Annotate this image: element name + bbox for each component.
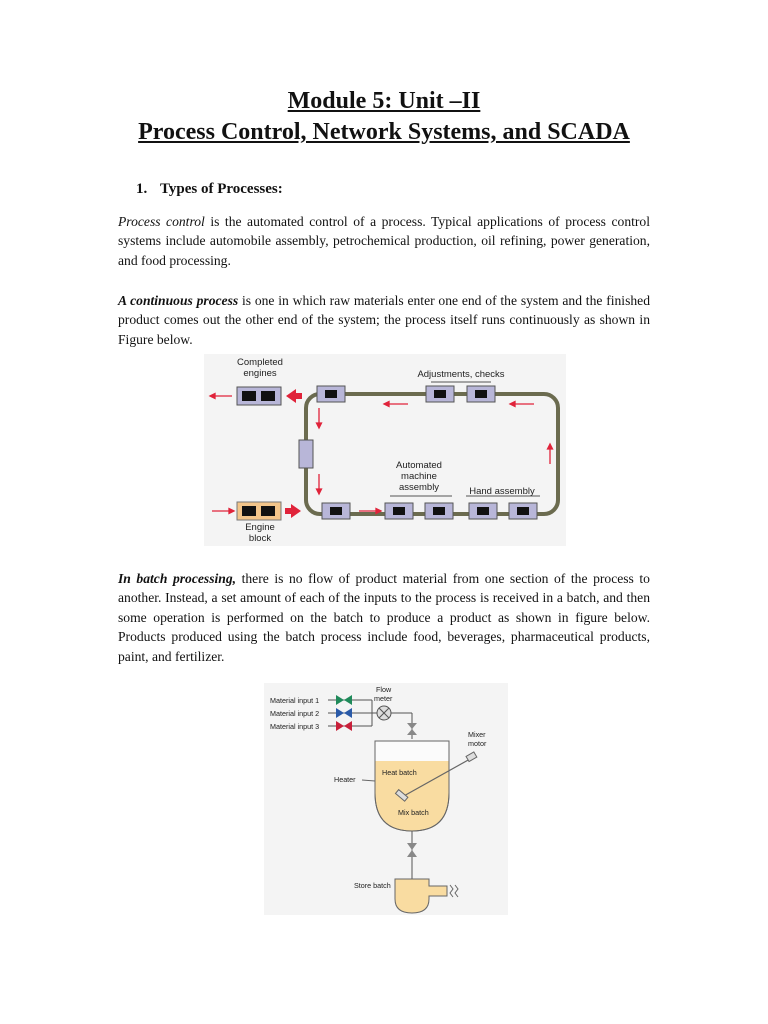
- flow-meter-icon: [376, 705, 392, 721]
- section-title: Types of Processes:: [160, 181, 283, 197]
- section-heading: 1. Types of Processes:: [136, 181, 283, 198]
- station: [384, 502, 414, 520]
- paragraph-process-control: Process control is the automated control…: [118, 212, 650, 270]
- valve-2-icon: [336, 708, 352, 718]
- paragraph-lead: A continuous process: [118, 293, 239, 308]
- outlet-valve-icon: [407, 843, 417, 857]
- output-arrow-icon: [286, 389, 302, 403]
- figure-labels: Completed engines Adjustments, checks Au…: [237, 357, 535, 544]
- label-mix-batch: Mix batch: [398, 808, 429, 817]
- batch-process-diagram: Material input 1 Material input 2 Materi…: [264, 683, 508, 915]
- station: [466, 385, 496, 403]
- station: [424, 502, 454, 520]
- engine-block: [236, 501, 282, 521]
- completed-engines-block: [236, 386, 282, 406]
- batch-process-figure: Material input 1 Material input 2 Materi…: [264, 683, 508, 915]
- valve-1-icon: [336, 695, 352, 705]
- label-engines: engines: [243, 368, 277, 379]
- paragraph-batch-processing: In batch processing, there is no flow of…: [118, 569, 650, 666]
- label-engine: Engine: [245, 522, 275, 533]
- station: [425, 385, 455, 403]
- label-store-batch: Store batch: [354, 881, 391, 890]
- mixer-icon: [394, 751, 478, 802]
- label-flow: Flow: [376, 685, 392, 694]
- flow-arrows: [208, 392, 554, 515]
- station: [321, 502, 351, 520]
- label-mixer: Mixer: [468, 730, 486, 739]
- paragraph-body: is the automated control of a process. T…: [118, 214, 650, 268]
- paragraph-body: is one in which raw materials enter one …: [118, 293, 651, 347]
- station: [298, 439, 314, 469]
- label-motor: motor: [468, 739, 487, 748]
- label-machine: machine: [401, 471, 437, 482]
- inlet-valve-icon: [407, 723, 417, 735]
- label-material-input-3: Material input 3: [270, 722, 319, 731]
- label-heat-batch: Heat batch: [382, 768, 417, 777]
- label-completed: Completed: [237, 357, 283, 368]
- station: [316, 385, 346, 403]
- input-arrow-icon: [285, 504, 301, 518]
- station: [508, 502, 538, 520]
- label-adjustments: Adjustments, checks: [417, 369, 504, 380]
- title-line-2: Process Control, Network Systems, and SC…: [138, 119, 630, 145]
- continuous-process-diagram: Completed engines Adjustments, checks Au…: [204, 354, 566, 546]
- paragraph-body: there is no flow of product material fro…: [118, 571, 650, 664]
- label-hand-assembly: Hand assembly: [469, 486, 535, 497]
- label-block: block: [249, 533, 271, 544]
- figure-labels: Material input 1 Material input 2 Materi…: [270, 685, 487, 890]
- document-title: Module 5: Unit –II Process Control, Netw…: [0, 86, 768, 148]
- storage-vessel: [394, 878, 448, 914]
- label-material-input-1: Material input 1: [270, 696, 319, 705]
- label-meter: meter: [374, 694, 393, 703]
- title-line-1: Module 5: Unit –II: [287, 88, 481, 114]
- heater-pointer: [361, 779, 376, 782]
- label-material-input-2: Material input 2: [270, 709, 319, 718]
- label-assembly: assembly: [399, 482, 439, 493]
- valve-3-icon: [336, 721, 352, 731]
- label-automated: Automated: [396, 460, 442, 471]
- station: [468, 502, 498, 520]
- paragraph-continuous-process: A continuous process is one in which raw…: [118, 291, 650, 349]
- paragraph-lead: In batch processing,: [118, 571, 237, 586]
- section-number: 1.: [136, 181, 148, 197]
- paragraph-lead: Process control: [118, 214, 205, 229]
- label-heater: Heater: [334, 775, 356, 784]
- continuous-process-figure: Completed engines Adjustments, checks Au…: [204, 354, 566, 546]
